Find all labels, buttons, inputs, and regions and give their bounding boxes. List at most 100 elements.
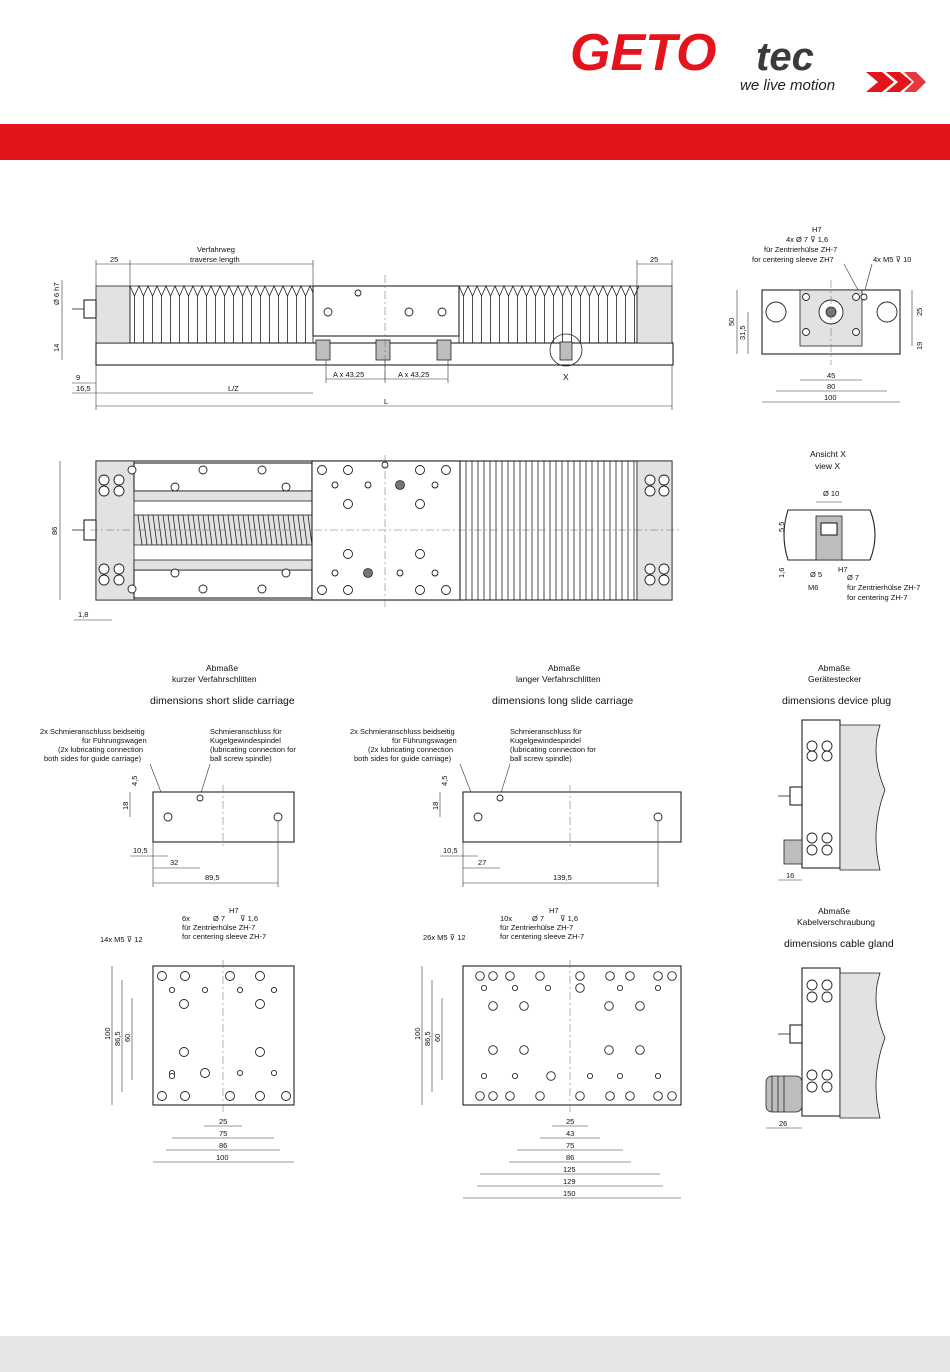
- svg-text:25: 25: [110, 255, 118, 264]
- svg-text:18: 18: [121, 802, 130, 810]
- svg-text:86,5: 86,5: [423, 1031, 432, 1046]
- svg-text:32: 32: [170, 858, 178, 867]
- svg-text:2x Schmieranschluss beidseitig: 2x Schmieranschluss beidseitig: [40, 727, 145, 736]
- svg-text:125: 125: [563, 1165, 576, 1174]
- svg-text:L: L: [384, 397, 388, 406]
- svg-text:ball screw spindle): ball screw spindle): [510, 754, 572, 763]
- svg-text:für Führungswagen: für Führungswagen: [392, 736, 457, 745]
- svg-text:60: 60: [433, 1034, 442, 1042]
- svg-text:dimensions device plug: dimensions device plug: [782, 695, 891, 707]
- svg-text:Schmieranschluss für: Schmieranschluss für: [210, 727, 282, 736]
- svg-text:ball screw spindle): ball screw spindle): [210, 754, 272, 763]
- svg-text:86: 86: [566, 1153, 574, 1162]
- svg-text:19: 19: [915, 342, 924, 350]
- svg-text:86: 86: [219, 1141, 227, 1150]
- svg-text:26: 26: [779, 1119, 787, 1128]
- svg-text:H7: H7: [549, 906, 559, 915]
- svg-text:Kabelverschraubung: Kabelverschraubung: [797, 917, 875, 927]
- svg-text:Ø 7: Ø 7: [847, 573, 859, 582]
- svg-text:80: 80: [827, 382, 835, 391]
- svg-text:für Führungswagen: für Führungswagen: [82, 736, 147, 745]
- svg-text:100: 100: [103, 1027, 112, 1040]
- svg-text:für Zentrierhülse ZH-7: für Zentrierhülse ZH-7: [500, 923, 573, 932]
- svg-text:16,5: 16,5: [76, 384, 91, 393]
- svg-text:kurzer Verfahrschlitten: kurzer Verfahrschlitten: [172, 674, 257, 684]
- logo-slogan: we live motion: [740, 77, 835, 94]
- svg-text:Ø 10: Ø 10: [823, 489, 839, 498]
- svg-text:14x M5 ⊽ 12: 14x M5 ⊽ 12: [100, 935, 143, 944]
- svg-text:100: 100: [413, 1027, 422, 1040]
- svg-text:Abmaße: Abmaße: [548, 663, 580, 673]
- technical-drawing: 25 25 Verfahrweg traverse length Ø 6 h7 …: [40, 225, 924, 1199]
- svg-text:31,5: 31,5: [738, 325, 747, 340]
- svg-text:A x 43,25: A x 43,25: [333, 370, 364, 379]
- side-view: 25 25 Verfahrweg traverse length Ø 6 h7 …: [52, 245, 674, 410]
- svg-text:26x M5 ⊽ 12: 26x M5 ⊽ 12: [423, 933, 466, 942]
- travel-label-en: traverse length: [190, 255, 240, 264]
- svg-text:for centering sleeve ZH7: for centering sleeve ZH7: [752, 255, 834, 264]
- svg-text:5,5: 5,5: [777, 522, 786, 532]
- svg-text:25: 25: [219, 1117, 227, 1126]
- svg-text:Abmaße: Abmaße: [206, 663, 238, 673]
- svg-text:86: 86: [50, 527, 59, 535]
- svg-text:Kugelgewindespindel: Kugelgewindespindel: [510, 736, 581, 745]
- svg-text:Ansicht X: Ansicht X: [810, 449, 846, 459]
- svg-text:Ø 7: Ø 7: [213, 914, 225, 923]
- svg-text:for centering sleeve ZH-7: for centering sleeve ZH-7: [500, 932, 584, 941]
- svg-text:langer Verfahrschlitten: langer Verfahrschlitten: [516, 674, 601, 684]
- end-view: 4x Ø 7 ⊽ 1,6 H7 für Zentrierhülse ZH-7 f…: [727, 225, 924, 403]
- svg-text:A x 43,25: A x 43,25: [398, 370, 429, 379]
- bellows-top: [459, 460, 638, 601]
- svg-text:H7: H7: [229, 906, 239, 915]
- svg-text:Ø 6 h7: Ø 6 h7: [52, 282, 61, 305]
- view-x: Ansicht X view X Ø 10 5,5 1,6 Ø 5 M6 H7 …: [777, 449, 920, 602]
- svg-text:27: 27: [478, 858, 486, 867]
- bellows-right: [458, 285, 640, 344]
- svg-text:L/Z: L/Z: [228, 384, 239, 393]
- svg-text:100: 100: [216, 1153, 229, 1162]
- svg-text:75: 75: [219, 1129, 227, 1138]
- svg-text:(lubricating connection for: (lubricating connection for: [210, 745, 296, 754]
- svg-text:for centering ZH-7: for centering ZH-7: [847, 593, 907, 602]
- detail-x-label: X: [563, 372, 569, 382]
- svg-text:M6: M6: [808, 583, 818, 592]
- svg-text:dimensions short slide carriag: dimensions short slide carriage: [150, 695, 295, 707]
- svg-text:10x: 10x: [500, 914, 512, 923]
- svg-text:dimensions cable gland: dimensions cable gland: [784, 938, 894, 950]
- svg-text:(2x lubricating connection: (2x lubricating connection: [368, 745, 453, 754]
- svg-text:100: 100: [824, 393, 837, 402]
- svg-text:für Zentrierhülse ZH-7: für Zentrierhülse ZH-7: [847, 583, 920, 592]
- logo-tec: tec: [756, 35, 814, 79]
- svg-text:139,5: 139,5: [553, 873, 572, 882]
- svg-text:4x Ø 7 ⊽ 1,6: 4x Ø 7 ⊽ 1,6: [786, 235, 828, 244]
- svg-text:⊽ 1,6: ⊽ 1,6: [560, 914, 578, 923]
- svg-text:(lubricating connection for: (lubricating connection for: [510, 745, 596, 754]
- svg-text:4,5: 4,5: [440, 776, 449, 786]
- bellows-left: [129, 285, 320, 344]
- svg-text:Abmaße: Abmaße: [818, 663, 850, 673]
- svg-text:both sides for guide carriage): both sides for guide carriage): [44, 754, 142, 763]
- top-view: 86 1,8: [50, 455, 680, 621]
- svg-text:25: 25: [566, 1117, 574, 1126]
- device-plug-section: Abmaße Gerätestecker dimensions device p…: [778, 663, 891, 881]
- svg-text:for centering sleeve ZH-7: for centering sleeve ZH-7: [182, 932, 266, 941]
- svg-text:25: 25: [915, 308, 924, 316]
- svg-text:4,5: 4,5: [130, 776, 139, 786]
- svg-text:H7: H7: [838, 565, 848, 574]
- detail-x-marker: [549, 333, 583, 367]
- svg-text:Kugelgewindespindel: Kugelgewindespindel: [210, 736, 281, 745]
- svg-text:⊽ 1,6: ⊽ 1,6: [240, 914, 258, 923]
- svg-text:both sides for guide carriage): both sides for guide carriage): [354, 754, 452, 763]
- svg-text:129: 129: [563, 1177, 576, 1186]
- svg-text:Gerätestecker: Gerätestecker: [808, 674, 862, 684]
- svg-text:10,5: 10,5: [133, 846, 148, 855]
- svg-text:für Zentrierhülse ZH-7: für Zentrierhülse ZH-7: [764, 245, 837, 254]
- cable-gland-section: Abmaße Kabelverschraubung dimensions cab…: [765, 906, 894, 1129]
- svg-text:view X: view X: [815, 461, 840, 471]
- svg-text:86,5: 86,5: [113, 1031, 122, 1046]
- svg-text:14: 14: [52, 344, 61, 352]
- arrow-chevrons-icon: [866, 72, 926, 92]
- svg-text:18: 18: [431, 802, 440, 810]
- svg-text:Ø 5: Ø 5: [810, 570, 822, 579]
- logo-geto: GETO: [570, 24, 716, 82]
